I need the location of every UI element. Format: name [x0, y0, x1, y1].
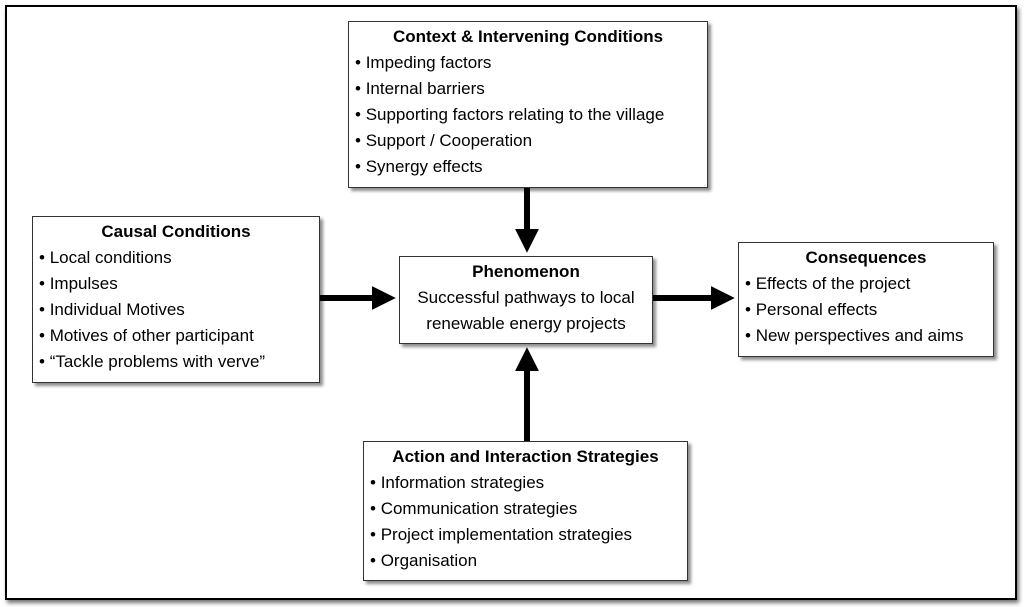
list-item: Organisation [370, 548, 681, 574]
list-item: Synergy effects [355, 154, 701, 180]
list-item: Personal effects [745, 297, 987, 323]
causal-conditions-list: Local conditions Impulses Individual Mot… [39, 245, 313, 375]
list-item: Impeding factors [355, 50, 701, 76]
phenomenon-title: Phenomenon [472, 262, 580, 281]
action-strategies-box: Action and Interaction Strategies Inform… [363, 441, 688, 581]
list-item: Individual Motives [39, 297, 313, 323]
action-strategies-list: Information strategies Communication str… [370, 470, 681, 574]
list-item: Impulses [39, 271, 313, 297]
phenomenon-text-line-1: Successful pathways to local [417, 288, 635, 307]
list-item: Information strategies [370, 470, 681, 496]
list-item: Motives of other participant [39, 323, 313, 349]
action-strategies-title: Action and Interaction Strategies [392, 447, 659, 466]
causal-conditions-box: Causal Conditions Local conditions Impul… [32, 216, 320, 383]
consequences-list: Effects of the project Personal effects … [745, 271, 987, 349]
list-item: Communication strategies [370, 496, 681, 522]
causal-conditions-title: Causal Conditions [101, 222, 251, 241]
list-item: Local conditions [39, 245, 313, 271]
consequences-box: Consequences Effects of the project Pers… [738, 242, 994, 357]
phenomenon-box: Phenomenon Successful pathways to local … [399, 256, 653, 344]
list-item: “Tackle problems with verve” [39, 349, 313, 375]
consequences-title: Consequences [805, 248, 927, 267]
context-conditions-list: Impeding factors Internal barriers Suppo… [355, 50, 701, 180]
list-item: Support / Cooperation [355, 128, 701, 154]
context-conditions-box: Context & Intervening Conditions Impedin… [348, 21, 708, 188]
list-item: New perspectives and aims [745, 323, 987, 349]
list-item: Effects of the project [745, 271, 987, 297]
context-conditions-title: Context & Intervening Conditions [392, 27, 664, 46]
phenomenon-text-line-2: renewable energy projects [426, 314, 626, 333]
list-item: Project implementation strategies [370, 522, 681, 548]
list-item: Supporting factors relating to the villa… [355, 102, 701, 128]
list-item: Internal barriers [355, 76, 701, 102]
